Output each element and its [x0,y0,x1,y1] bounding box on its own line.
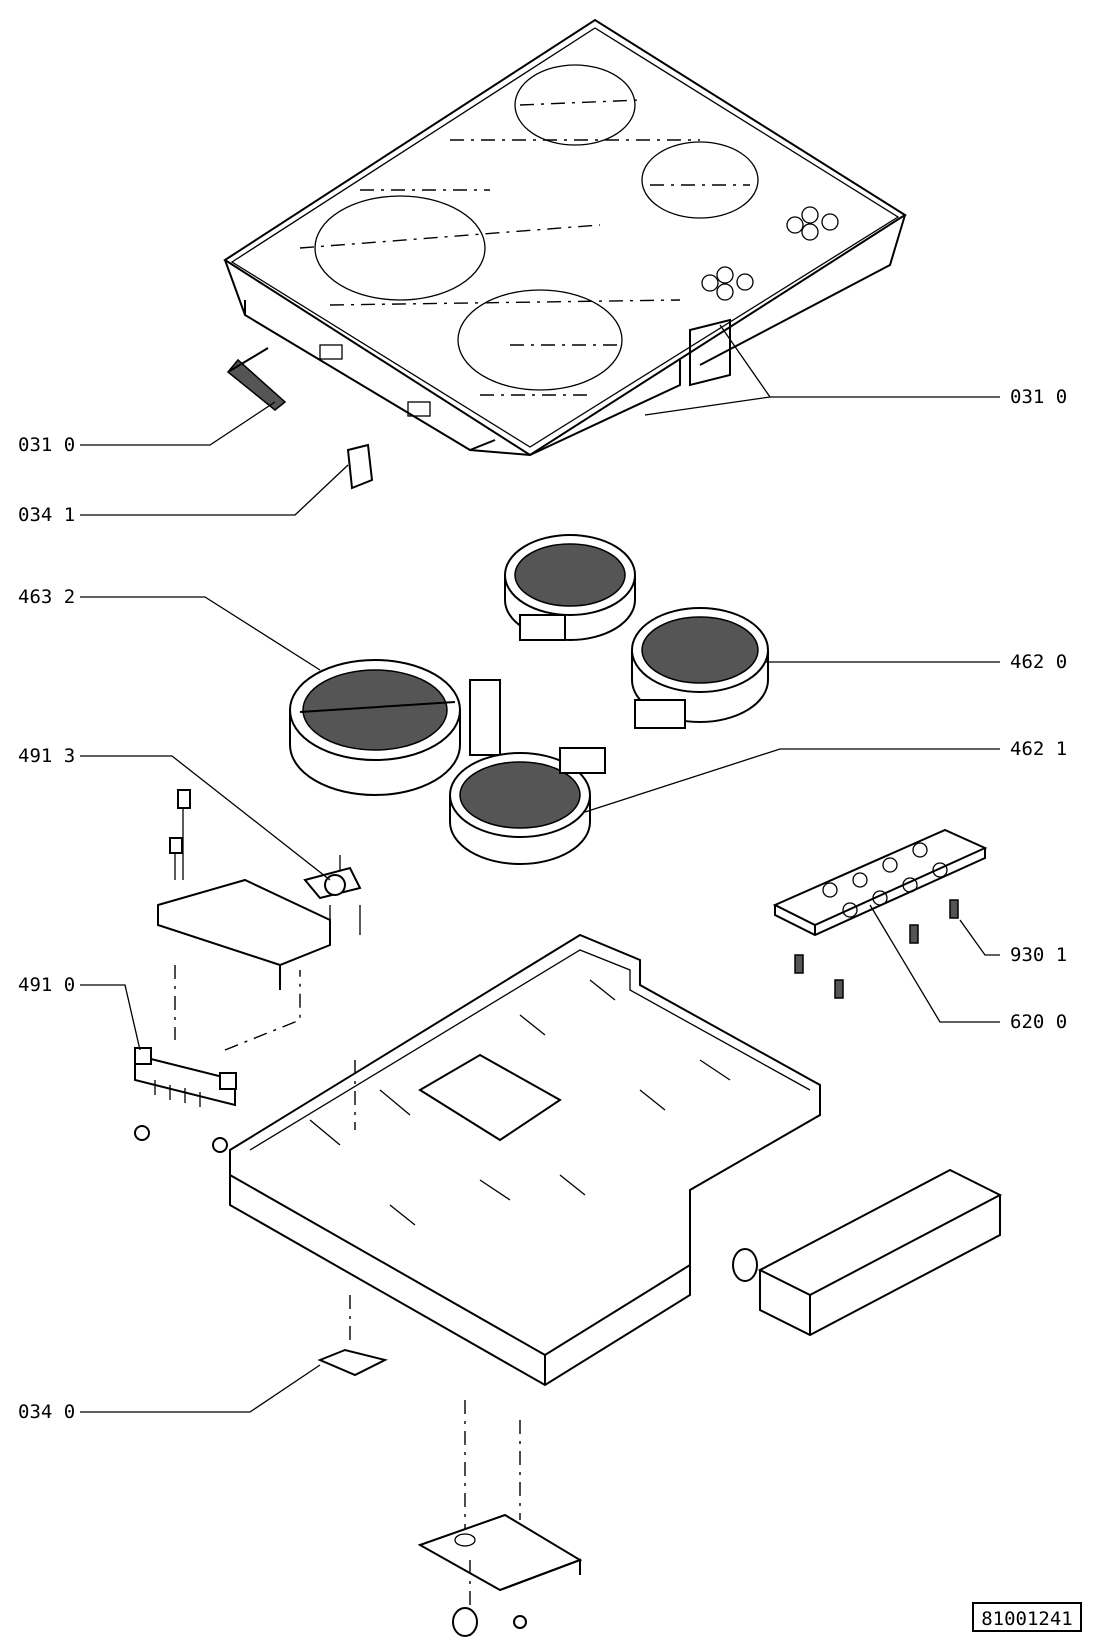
callout-462-0: 462 0 [1010,651,1067,673]
cooktop-glass-plate [223,18,907,457]
callout-491-3: 491 3 [18,745,75,767]
callout-491-0: 491 0 [18,974,75,996]
bottom-cover-plate [417,1400,583,1640]
mounting-bar-left [226,358,287,411]
control-board-620-0 [772,828,988,999]
callout-034-0: 034 0 [18,1401,75,1423]
mounting-bar-left-arm [227,347,269,373]
callout-930-1: 930 1 [1010,944,1067,966]
callout-leaders [80,324,1000,1413]
callout-031-0-right: 031 0 [1010,386,1067,408]
terminal-strip-491-0 [134,965,301,1153]
bottom-housing-tray [229,933,821,1387]
document-number-box: 81001241 [972,1602,1082,1632]
clip-034-1 [346,443,374,490]
callout-462-1: 462 1 [1010,738,1067,760]
callout-031-0-left: 031 0 [18,434,75,456]
callout-034-1: 034 1 [18,504,75,526]
terminal-block-bracket [157,789,331,990]
heater-463-2 [289,659,501,796]
callout-620-0: 620 0 [1010,1011,1067,1033]
heater-462-0-small [504,534,636,641]
clip-034-0 [317,1348,388,1377]
heater-462-1 [449,747,606,865]
heater-462-0 [631,607,769,729]
side-channel-rail [732,1168,1003,1337]
callout-463-2: 463 2 [18,586,75,608]
